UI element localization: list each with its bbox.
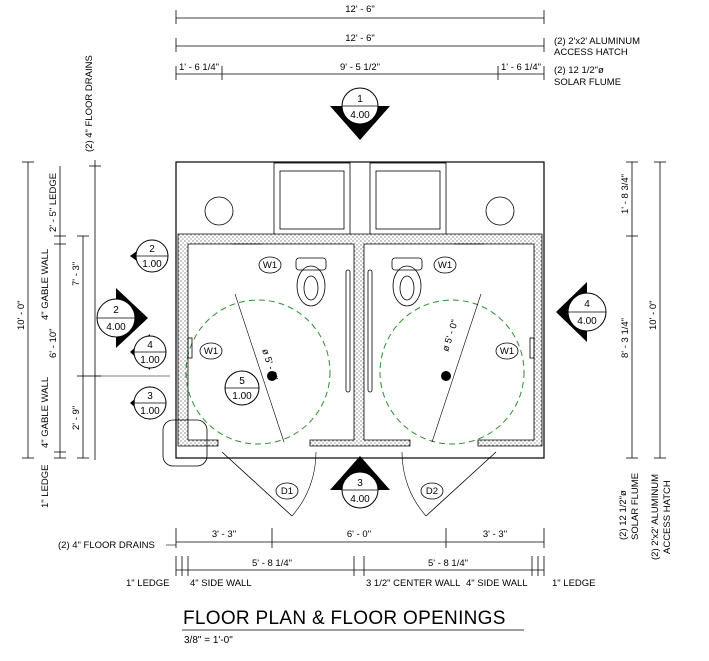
access-hatch-left [273,162,351,236]
section-tag-center: 5 1.00 [224,370,260,406]
svg-text:4.00: 4.00 [106,322,126,333]
note-ledge-left: 1" LEDGE [40,464,51,508]
section-tag-left-upper: 2 1.00 [130,239,169,273]
drawing-title: FLOOR PLAN & FLOOR OPENINGS [183,608,506,629]
svg-text:1.00: 1.00 [140,406,160,417]
dim-overall-outer: 12' - 6" [345,4,374,15]
ledge-box [162,419,208,467]
note-ledge-bottom-left: 1" LEDGE [126,578,170,589]
note-floor-drains-bottom: (2) 4" FLOOR DRAINS [58,540,155,551]
section-tags: 1 4.00 2 1.00 2 4.00 4 1.00 [96,87,607,509]
dim-right-bottom: 8' - 3 1/4" [620,318,631,358]
section-tag-left-big: 2 4.00 [96,288,148,348]
dim-right-total: 10' - 0" [648,301,659,330]
door-label-left: D1 [281,486,293,497]
note-gable-wall-lower: 4" GABLE WALL [40,377,51,448]
door-left: D1 [221,451,317,517]
note-gable-wall-upper: 4" GABLE WALL [40,249,51,320]
svg-text:1: 1 [357,94,363,105]
svg-text:4: 4 [147,340,153,351]
svg-text:4.00: 4.00 [350,110,370,121]
access-hatch-left-inner [279,170,345,230]
svg-text:3: 3 [147,391,153,402]
solar-flume-right [485,196,515,226]
access-hatch-right-inner [375,170,441,230]
dim-bottom-left: 3' - 3" [212,529,236,540]
note-aluminum-hatch-right-b: ACCESS HATCH [662,480,673,554]
dim-right-top: 1' - 8 3/4" [620,174,631,214]
dim-left-ledge-top: 2' - 5" LEDGE [48,173,59,232]
dim-top-left-seg: 1' - 6 1/4" [179,62,219,73]
section-tag-top: 1 4.00 [330,87,390,140]
dim-left-seg-a: 7' - 3" [71,262,82,286]
right-dimensions: 1' - 8 3/4" 8' - 3 1/4" 10' - 0" (2) 12 … [618,161,673,560]
svg-text:4: 4 [584,299,590,310]
svg-text:1.00: 1.00 [142,259,162,270]
svg-text:2: 2 [113,305,119,316]
dim-turning-radius-right: ø 5' - 0" [440,318,461,352]
toilet-left [295,257,327,307]
section-tag-left-lower: 3 1.00 [130,386,167,420]
top-dimensions: 12' - 6" 12' - 6" 1' - 6 1/4" 9' - 5 1/2… [175,4,640,88]
access-hatch-right [369,162,447,236]
perimeter-wall [177,233,543,447]
note-solar-flume-top-b: SOLAR FLUME [554,77,621,88]
svg-text:5: 5 [239,376,245,387]
dim-bottom-inner-right: 5' - 8 1/4" [428,558,468,569]
svg-text:4.00: 4.00 [350,494,370,505]
dim-overall-inner: 12' - 6" [345,33,374,44]
dim-bottom-inner-left: 5' - 8 1/4" [252,558,292,569]
window-label: W1 [500,346,514,357]
window-label: W1 [263,260,277,271]
turning-circle-right [379,299,525,445]
dim-top-mid-seg: 9' - 5 1/2" [340,62,380,73]
dim-top-right-seg: 1' - 6 1/4" [501,62,541,73]
svg-text:2: 2 [149,244,155,255]
door-right: D2 [401,451,497,517]
building: ø 5' - 0" ø 5' - 0" W1 W1 W1 W1 D1 [162,161,545,517]
door-label-right: D2 [426,486,438,497]
note-solar-flume-top-a: (2) 12 1/2"ø [554,65,604,76]
note-center-wall: 3 1/2" CENTER WALL [366,578,460,589]
dim-bottom-right: 3' - 3" [483,529,507,540]
section-tag-bottom: 3 4.00 [330,456,390,509]
note-solar-flume-right-a: (2) 12 1/2"ø [618,490,629,540]
dim-left-seg-c: 2' - 9" [71,406,82,430]
dim-left-seg-b: 6' - 10" [48,329,59,358]
svg-text:4.00: 4.00 [577,316,597,327]
svg-text:1.00: 1.00 [140,355,160,366]
dim-left-total: 10' - 0" [16,301,27,330]
bottom-dimensions: 3' - 3" 6' - 0" 3' - 3" (2) 4" FLOOR DRA… [58,528,596,589]
note-ledge-bottom-right: 1" LEDGE [552,578,596,589]
window-label: W1 [204,346,218,357]
floor-drain-left [267,371,277,381]
dim-bottom-middle: 6' - 0" [347,529,371,540]
svg-text:1.00: 1.00 [232,391,252,402]
solar-flume-left [204,196,234,226]
turning-circle-left [185,299,331,445]
grab-bar-left [345,269,351,393]
grab-bar-right [367,269,373,393]
note-side-wall-right: 4" SIDE WALL [466,578,528,589]
note-aluminum-hatch-top: (2) 2'x2' ALUMINUM [554,36,640,47]
note-aluminum-hatch-right-a: (2) 2'x2' ALUMINUM [650,474,661,560]
note-floor-drains-vertical: (2) 4" FLOOR DRAINS [84,55,95,152]
drawing-scale: 3/8" = 1'-0" [184,635,233,646]
note-side-wall-left: 4" SIDE WALL [190,578,252,589]
svg-text:3: 3 [357,478,363,489]
window-labels: W1 W1 W1 W1 [187,256,535,360]
title-block: FLOOR PLAN & FLOOR OPENINGS 3/8" = 1'-0" [182,608,524,646]
note-access-hatch-top: ACCESS HATCH [554,47,628,58]
floor-drain-right [441,371,451,381]
toilet-right [391,257,423,307]
note-solar-flume-right-b: SOLAR FLUME [630,473,641,540]
section-tag-left-mid: 4 1.00 [130,334,167,370]
window-label: W1 [438,260,452,271]
section-tag-right: 4 4.00 [556,282,607,342]
left-dimensions: (2) 4" FLOOR DRAINS 10' - 0" 2' - 5" LED… [16,55,170,508]
